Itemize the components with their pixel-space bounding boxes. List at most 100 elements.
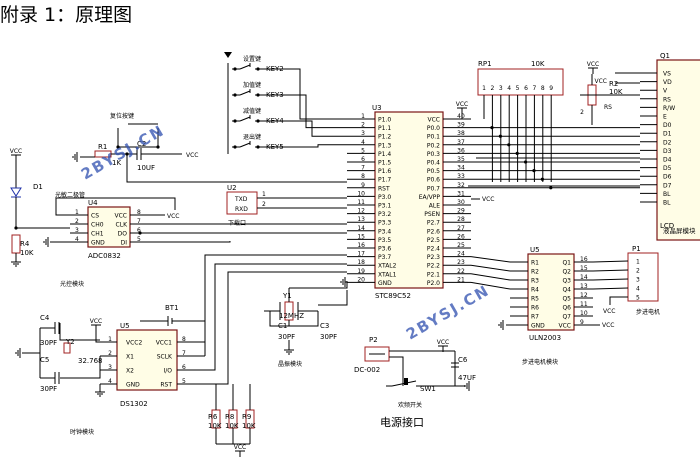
junction <box>256 119 260 123</box>
u4-pin-name: CH0 <box>91 222 104 229</box>
rtc-pin-name: SCLK <box>157 354 173 361</box>
u3-pin-name: P2.4 <box>427 246 440 253</box>
lcd-body <box>656 59 700 241</box>
u3-vcc: VCC <box>456 101 468 108</box>
u3-pin-num: 29 <box>457 208 465 215</box>
u4-num: 3 <box>75 227 79 234</box>
p1-wire <box>592 287 629 290</box>
key-switch <box>239 64 251 70</box>
r2-vcc: VCC <box>587 61 599 68</box>
u3-pin-num: 11 <box>357 199 365 206</box>
u3-pin-name: P3.7 <box>378 254 391 261</box>
u3-pin-num: 25 <box>457 242 465 249</box>
u3-pin-num: 7 <box>361 165 365 172</box>
u4-cs <box>55 197 176 216</box>
junction <box>233 67 237 71</box>
uln-num: 10 <box>580 310 588 317</box>
u3-pin-num: 10 <box>357 190 365 197</box>
d1-ref: D1 <box>33 183 43 191</box>
u2-num: 1 <box>262 191 266 198</box>
uln-pin-name: Q3 <box>562 278 571 285</box>
p1-pin: 4 <box>636 286 640 293</box>
rtc-vcc-wire <box>95 331 100 343</box>
u3-pin-num: 13 <box>357 216 365 223</box>
rp1-pin: 7 <box>532 85 536 92</box>
rtc-pullup-value: 10K <box>242 422 256 430</box>
watermark: 2BYSJ.CN <box>78 121 168 183</box>
r1-value: 1K <box>112 159 121 167</box>
u3-pin-name: P1.6 <box>378 168 391 175</box>
r4-ref: R4 <box>20 240 30 248</box>
c6-ref: C6 <box>458 356 468 364</box>
u3-pin-name: P2.7 <box>427 220 440 227</box>
u3-pin-num: 38 <box>457 130 465 137</box>
lcd-pin-name: VS <box>663 71 671 78</box>
p1-body <box>627 252 659 302</box>
rtc-num: 1 <box>108 336 112 343</box>
u3-pin-name: VCC <box>428 117 440 124</box>
u3-pin-name: RST <box>378 185 390 192</box>
y2-ref: Y2 <box>65 338 75 346</box>
u3-pin-name: P1.3 <box>378 142 391 149</box>
uln-body <box>527 253 575 331</box>
u3-pin-num: 3 <box>361 130 365 137</box>
y1-ref: Y1 <box>282 292 292 300</box>
key-label: 减值键 <box>243 107 261 115</box>
u3-pin-name: P2.5 <box>427 237 440 244</box>
junction <box>233 145 237 149</box>
uln-pin-name: Q6 <box>562 305 571 312</box>
lcd-pin-name: D4 <box>663 157 672 164</box>
u3-pin-name: P3.3 <box>378 220 391 227</box>
c3-value: 30PF <box>320 333 337 341</box>
u4-num: 2 <box>75 218 79 225</box>
u3-pin-num: 33 <box>457 173 465 180</box>
uln-pin-name: R3 <box>531 278 539 285</box>
uln-pin-name: R1 <box>531 260 539 267</box>
lcd-label: 液晶屏模块 <box>663 226 696 235</box>
uln-pin-name: Q4 <box>562 287 571 294</box>
ea-vcc: VCC <box>482 196 494 203</box>
u3-pin-name: P2.1 <box>427 271 440 278</box>
p1-wire <box>592 278 629 281</box>
junction <box>532 169 536 173</box>
lcd-pin-name: V <box>663 88 668 95</box>
u3-pin-name: P3.2 <box>378 211 391 218</box>
d1-vcc: VCC <box>10 148 22 155</box>
u3-pin-name: EA/VPP <box>419 194 441 201</box>
u3-pin-num: 39 <box>457 122 465 129</box>
u4-ref: U4 <box>88 199 98 207</box>
rtc-num: 2 <box>108 350 112 357</box>
rtc-sclk <box>204 254 347 356</box>
osc-xtal2 <box>289 281 348 289</box>
u3-pin-name: P3.4 <box>378 228 391 235</box>
uln-net <box>470 281 511 290</box>
p2-part: DC-002 <box>354 366 380 374</box>
key-net <box>268 144 347 148</box>
u3-pin-num: 8 <box>361 173 365 180</box>
u3-pin-num: 24 <box>457 251 465 258</box>
uln-num: 11 <box>580 301 588 308</box>
p1-pin: 1 <box>636 259 640 266</box>
u3-pin-name: P1.0 <box>378 117 391 124</box>
r2-pin: 2 <box>580 109 584 116</box>
u3-body <box>374 111 444 289</box>
rtc-label: 时钟模块 <box>70 428 94 436</box>
rtc-num: 5 <box>182 378 186 385</box>
lcd-pin-name: D1 <box>663 131 672 138</box>
lcd-pin-name: D2 <box>663 139 672 146</box>
uln-part: ULN2003 <box>529 334 561 342</box>
u3-pin-name: P1.2 <box>378 134 391 141</box>
rtc-pin-name: X2 <box>126 368 134 375</box>
rtc-pullup-value: 10K <box>208 422 222 430</box>
rtc-body <box>116 329 178 391</box>
u4-num: 4 <box>75 236 79 243</box>
rp1-value: 10K <box>531 60 545 68</box>
psu-vcc: VCC <box>437 339 449 346</box>
u3-pin-num: 5 <box>361 147 365 154</box>
uln-label: 步进电机模块 <box>522 358 558 366</box>
u3-pin-num: 34 <box>457 165 465 172</box>
psu-wire <box>389 356 404 386</box>
uln-net <box>470 273 511 281</box>
lcd-pin-name: VD <box>663 79 672 86</box>
u3-pin-num: 22 <box>457 268 465 275</box>
